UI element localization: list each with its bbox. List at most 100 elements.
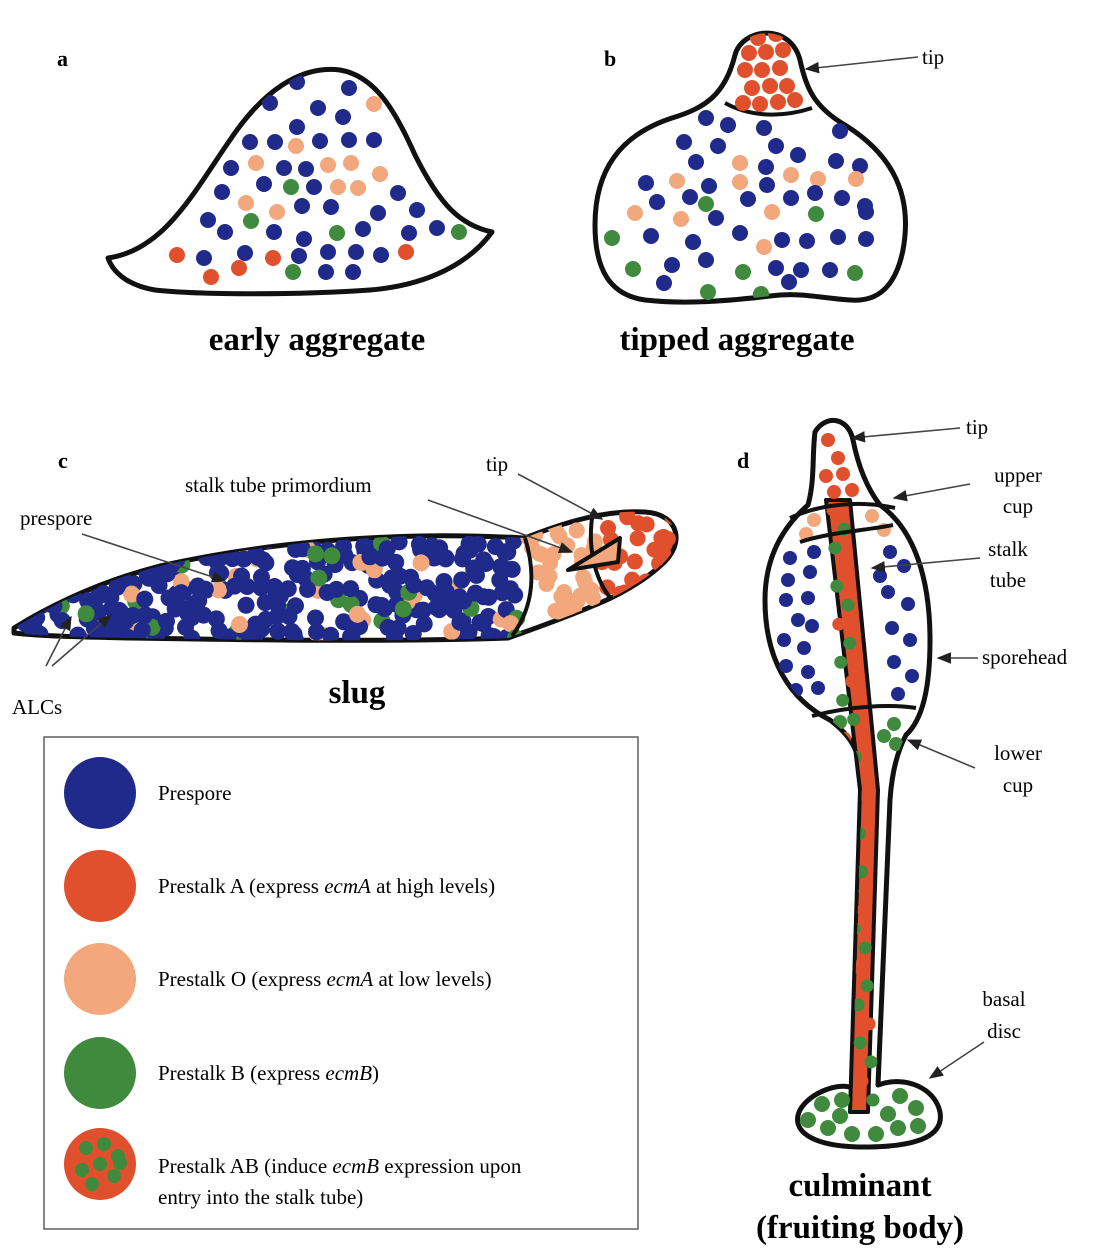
cell-prestalk-o [76,539,93,556]
cell-prestalk-b [329,225,345,241]
cell-prespore [828,153,844,169]
upper-cup-arrow [894,484,970,498]
panel-c-letter: c [58,448,68,473]
cell-prestalk-b [625,261,641,277]
cell-prestalk-b [78,605,95,622]
cell-prestalk-b [877,729,891,743]
legend-swatch-dot [75,1163,89,1177]
cell-prestalk-a [821,433,835,447]
cell-prestalk-a [265,250,281,266]
cell-prestalk-a [857,903,870,916]
cell-prestalk-a [169,247,185,263]
cell-prespore [698,252,714,268]
cell-prespore [35,548,52,565]
cell-prespore [431,598,448,615]
cell-prespore [418,579,435,596]
cell-prestalk-b [94,554,111,571]
cell-prespore [656,275,672,291]
cell-prestalk-a [744,80,760,96]
cell-prestalk-b [243,213,259,229]
cell-prespore [805,619,819,633]
cell-prestalk-b [307,545,324,562]
cell-prespore [638,175,654,191]
cell-prestalk-b [910,1118,926,1134]
cell-prespore [496,543,513,560]
cell-prespore [26,587,43,604]
panel-d-title-line2: (fruiting body) [756,1210,964,1246]
cell-prespore [65,575,82,592]
cell-prestalk-o [807,513,821,527]
cell-prespore [797,641,811,655]
cell-prestalk-a [839,561,852,574]
legend-swatch-dot [85,1177,99,1191]
cell-prespore [13,554,30,571]
panel-a-title: early aggregate [209,322,426,358]
cell-prespore [401,225,417,241]
cell-prespore [203,533,220,550]
cell-prestalk-a [203,269,219,285]
cell-prespore [200,212,216,228]
cell-prestalk-o [320,157,336,173]
cell-prespore [296,231,312,247]
cell-prestalk-b [868,1126,884,1142]
cell-prespore [124,607,141,624]
cell-prespore [21,545,38,562]
cell-prespore [328,581,345,598]
cell-prespore [373,247,389,263]
cell-prespore [164,535,181,552]
cell-prestalk-b [865,1055,878,1068]
cell-prespore [345,264,361,280]
cell-prespore [38,572,55,589]
cell-prespore [811,681,825,695]
cell-prestalk-b [892,1088,908,1104]
cell-prespore [445,602,462,619]
cell-prespore [21,554,38,571]
legend-label: Prestalk B (express ecmB) [158,1061,379,1085]
legend-label: Prestalk O (express ecmA at low levels) [158,967,492,991]
cell-prespore [411,536,428,553]
cell-prestalk-a [772,60,788,76]
cell-prespore [873,569,887,583]
cell-prespore [143,570,160,587]
cell-prespore [287,597,304,614]
cell-prestalk-o [288,138,304,154]
cell-prespore [102,549,119,566]
cell-prestalk-b [880,1106,896,1122]
cell-prestalk-b [834,656,847,669]
cell-prespore [453,571,470,588]
cell-prestalk-b [604,230,620,246]
cell-prespore [822,262,838,278]
cell-prestalk-o [673,211,689,227]
cell-prespore [710,138,726,154]
tip-arrow-d [852,428,960,438]
cell-prestalk-o [756,239,772,255]
cell-prestalk-a [832,618,845,631]
cell-prestalk-b [832,1108,848,1124]
cell-prestalk-o [238,195,254,211]
cell-prespore [791,613,805,627]
cell-prestalk-o [343,155,359,171]
cell-prespore [682,189,698,205]
label-tip-c: tip [486,452,508,476]
cell-prestalk-o [783,167,799,183]
cell-prespore [781,573,795,587]
cell-prestalk-o [372,166,388,182]
cell-prestalk-b [698,196,714,212]
cell-prespore [209,535,226,552]
cell-prestalk-b [395,600,412,617]
cell-prestalk-b [836,694,849,707]
cell-prestalk-o [350,180,366,196]
legend-swatch-dot [97,1137,111,1151]
cell-prespore [793,262,809,278]
cell-prespore [257,611,274,628]
cell-prespore [306,179,322,195]
cell-prespore [341,80,357,96]
cell-prestalk-a [231,260,247,276]
legend-swatch-dot [113,1156,127,1170]
cell-prespore [153,542,170,559]
cell-prespore [774,232,790,248]
cell-prestalk-o [865,509,879,523]
cell-prespore [20,566,37,583]
cell-prestalk-b [823,739,837,753]
cell-prespore [66,538,83,555]
